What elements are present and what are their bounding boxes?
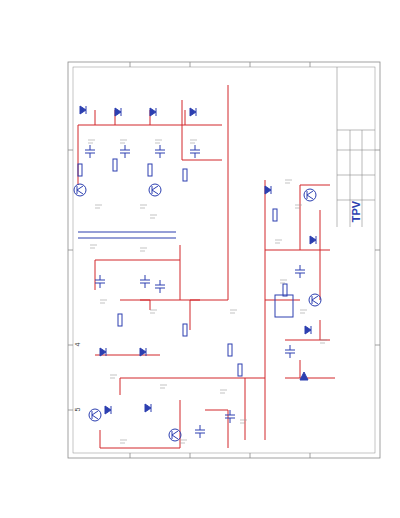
transistor-leads: [172, 431, 178, 439]
transistor-symbol: [304, 189, 316, 201]
designator-mark: [300, 310, 307, 313]
designator-mark: [230, 310, 237, 313]
designator-mark: [150, 310, 157, 313]
transistor-symbol: [149, 184, 161, 196]
resistor-symbol: [118, 314, 122, 326]
transformers: [78, 232, 176, 238]
capacitor-symbol: [85, 145, 95, 158]
transistor-symbol: [74, 184, 86, 196]
designator-mark: [110, 375, 117, 378]
sheet-border: [68, 62, 380, 458]
ic-symbol: [275, 295, 293, 317]
transistor-symbol: [309, 294, 321, 306]
designator-mark: [280, 280, 287, 283]
designator-mark: [100, 300, 107, 303]
capacitor-symbol: [195, 425, 205, 438]
designator-mark: [190, 140, 197, 143]
logo-text: TPV: [351, 201, 362, 222]
capacitor-symbol: [155, 280, 165, 293]
transistor-symbol: [169, 429, 181, 441]
designator-mark: [220, 390, 227, 393]
resistor-symbol: [273, 209, 277, 221]
designator-mark: [150, 215, 157, 218]
transistor-leads: [77, 186, 83, 194]
transistor-leads: [307, 191, 313, 199]
designator-mark: [140, 248, 147, 251]
designator-mark: [140, 205, 147, 208]
designator-mark: [160, 385, 167, 388]
capacitor-symbol: [140, 275, 150, 288]
capacitor-symbol: [295, 265, 305, 278]
resistor-symbol: [113, 159, 117, 171]
designator-mark: [155, 140, 162, 143]
transistor-symbol: [89, 409, 101, 421]
diode-symbol: [80, 106, 86, 114]
ground-symbol: [300, 372, 308, 380]
resistor-symbol: [283, 284, 287, 296]
designator-mark: [285, 180, 292, 183]
designator-mark: [95, 205, 102, 208]
title-block: [337, 67, 375, 227]
diode-symbol: [115, 108, 121, 116]
zone-number: 5: [74, 408, 81, 412]
transistor-leads: [152, 186, 158, 194]
components: [74, 106, 321, 441]
designator-mark: [180, 440, 187, 443]
diode-symbol: [305, 326, 311, 334]
diode-symbol: [310, 236, 316, 244]
diode-symbol: [190, 108, 196, 116]
capacitor-symbol: [225, 410, 235, 423]
resistor-symbol: [148, 164, 152, 176]
reference-marks: [88, 140, 327, 443]
resistor-symbol: [183, 324, 187, 336]
transistor-leads: [312, 296, 318, 304]
designator-mark: [90, 245, 97, 248]
resistor-symbol: [78, 164, 82, 176]
designator-mark: [240, 420, 247, 423]
inner-border: [73, 67, 375, 453]
diode-symbol: [140, 348, 146, 356]
resistor-symbol: [183, 169, 187, 181]
designator-mark: [120, 140, 127, 143]
resistor-symbol: [228, 344, 232, 356]
capacitor-symbol: [155, 145, 165, 158]
diode-symbol: [105, 406, 111, 414]
capacitor-symbol: [190, 145, 200, 158]
diode-symbol: [100, 348, 106, 356]
designator-mark: [295, 205, 302, 208]
capacitor-symbol: [95, 275, 105, 288]
designator-mark: [120, 440, 127, 443]
zone-number: 4: [74, 343, 81, 347]
capacitor-symbol: [120, 145, 130, 158]
zone-ticks: [68, 62, 380, 458]
capacitor-symbol: [285, 345, 295, 358]
diode-symbol: [150, 108, 156, 116]
transistor-leads: [92, 411, 98, 419]
wires: [78, 85, 335, 448]
designator-mark: [320, 340, 327, 343]
designator-mark: [275, 240, 282, 243]
diode-symbol: [145, 404, 151, 412]
diode-symbol: [265, 186, 271, 194]
designator-mark: [88, 140, 95, 143]
resistor-symbol: [238, 364, 242, 376]
